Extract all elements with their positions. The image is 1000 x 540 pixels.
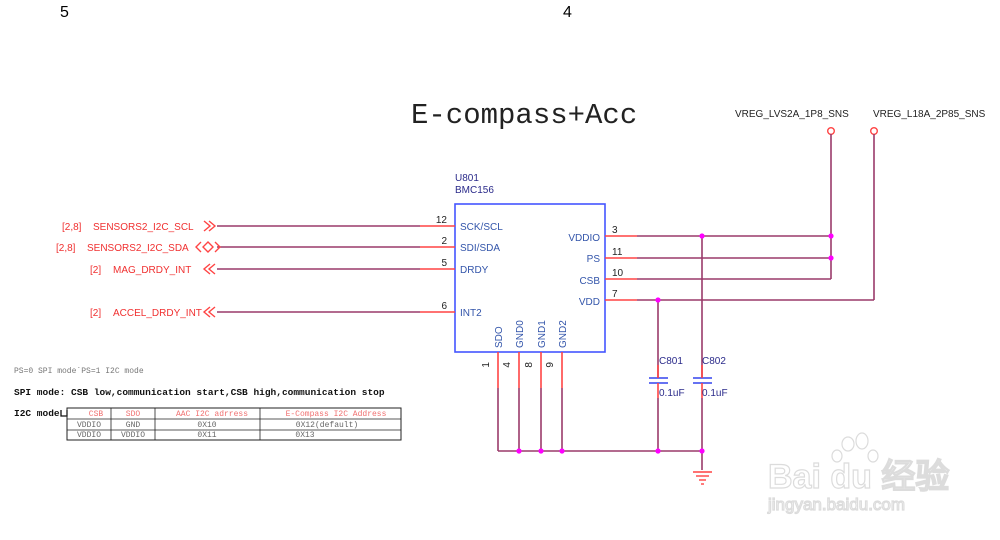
pin-name-sdo: SDO xyxy=(494,326,505,348)
pin-number-1: 1 xyxy=(481,362,492,368)
schematic-title: E-compass+Acc xyxy=(411,99,637,132)
port-output-icon xyxy=(208,220,217,232)
pin-number-6: 6 xyxy=(441,301,447,312)
table-cell: VDDIO xyxy=(121,431,145,440)
pin-number-5: 5 xyxy=(441,258,447,269)
pin-number-7: 7 xyxy=(612,289,618,300)
pin-name-sdi-sda: SDI/SDA xyxy=(460,243,500,254)
power-port-l18a-icon xyxy=(870,126,879,135)
pin-number-3: 3 xyxy=(612,225,618,236)
table-cell: 0X10 xyxy=(197,421,216,430)
table-header-ecompass-addr: E-Compass I2C Address xyxy=(286,410,387,419)
power-port-lvs2a-icon xyxy=(827,126,836,135)
table-cell: VDDIO xyxy=(77,421,101,430)
pin-number-9: 9 xyxy=(545,362,556,368)
table-cell: 0X11 xyxy=(197,431,216,440)
port-input-icon xyxy=(207,306,216,318)
left-wires xyxy=(217,225,455,313)
baidu-watermark: Bai du 经验 jingyan.baidu.com xyxy=(766,432,950,515)
zone-number-right: 4 xyxy=(563,4,572,21)
pin-name-int2: INT2 xyxy=(460,308,482,319)
capacitor-c802-icon[interactable] xyxy=(693,365,712,398)
pin-name-vddio: VDDIO xyxy=(568,233,600,244)
net-name-mag-drdy[interactable]: MAG_DRDY_INT xyxy=(113,265,191,276)
port-output-icon xyxy=(203,220,212,232)
paw-icon xyxy=(831,432,879,463)
junction-dots xyxy=(516,233,834,454)
port-bidir-icon xyxy=(195,241,202,253)
pin-number-2: 2 xyxy=(441,236,447,247)
component-part: BMC156 xyxy=(455,185,494,196)
i2c-address-table xyxy=(66,407,402,441)
bottom-wires xyxy=(497,352,703,470)
capacitor-c801-icon[interactable] xyxy=(649,365,668,398)
port-input-icon xyxy=(202,263,211,275)
port-input-icon xyxy=(207,263,216,275)
component-ref: U801 xyxy=(455,173,479,184)
pin-name-gnd2: GND2 xyxy=(558,320,569,348)
net-name-scl[interactable]: SENSORS2_I2C_SCL xyxy=(93,222,194,233)
pin-name-gnd0: GND0 xyxy=(515,320,526,348)
net-sheets-mag: [2] xyxy=(90,265,101,276)
net-name-sda[interactable]: SENSORS2_I2C_SDA xyxy=(87,243,189,254)
pin-number-12: 12 xyxy=(436,215,448,226)
pin-name-sck-scl: SCK/SCL xyxy=(460,222,503,233)
pin-name-ps: PS xyxy=(587,254,601,265)
table-header-csb: CSB xyxy=(89,410,104,419)
ground-icon xyxy=(693,471,712,485)
note-i2c-mode-label: I2C mode xyxy=(14,408,60,419)
pin-number-11: 11 xyxy=(612,247,623,258)
table-cell: VDDIO xyxy=(77,431,101,440)
table-header-sdo: SDO xyxy=(126,410,141,419)
pin-number-10: 10 xyxy=(612,268,624,279)
watermark-url: jingyan.baidu.com xyxy=(767,495,905,514)
zone-number-left: 5 xyxy=(60,4,69,21)
right-wires xyxy=(605,134,875,378)
table-header-acc-addr: AAC I2C adrress xyxy=(176,410,248,419)
table-cell: 0X12(default) xyxy=(296,421,358,430)
ic-body-u801[interactable] xyxy=(454,203,606,353)
net-sheets-scl: [2,8] xyxy=(62,222,82,233)
power-label-l18a: VREG_L18A_2P85_SNS xyxy=(873,109,986,120)
pin-number-4: 4 xyxy=(502,362,513,368)
pin-name-csb: CSB xyxy=(579,276,600,287)
pin-number-8: 8 xyxy=(524,362,535,368)
table-cell: 0X13 xyxy=(295,431,314,440)
power-label-lvs2a: VREG_LVS2A_1P8_SNS xyxy=(735,109,849,120)
cap-value-c802: 0.1uF xyxy=(702,388,728,399)
note-spi-mode: SPI mode: CSB low,communication start,CS… xyxy=(14,387,385,398)
pin-name-drdy: DRDY xyxy=(460,265,489,276)
pin-name-gnd1: GND1 xyxy=(537,320,548,348)
port-bidir-icon xyxy=(214,241,221,253)
cap-ref-c802: C802 xyxy=(702,356,726,367)
bracket-icon xyxy=(60,410,68,417)
net-sheets-accel: [2] xyxy=(90,308,101,319)
table-cell: GND xyxy=(126,421,141,430)
cap-ref-c801: C801 xyxy=(659,356,683,367)
note-ps-mode: PS=0 SPI mode`PS=1 I2C mode xyxy=(14,367,144,376)
pin-name-vdd: VDD xyxy=(579,297,600,308)
net-name-accel-drdy[interactable]: ACCEL_DRDY_INT xyxy=(113,308,202,319)
cap-value-c801: 0.1uF xyxy=(659,388,685,399)
port-bidir-icon xyxy=(202,241,214,253)
watermark-brand: Bai du 经验 xyxy=(768,457,949,496)
port-input-icon xyxy=(202,306,211,318)
net-sheets-sda: [2,8] xyxy=(56,243,76,254)
